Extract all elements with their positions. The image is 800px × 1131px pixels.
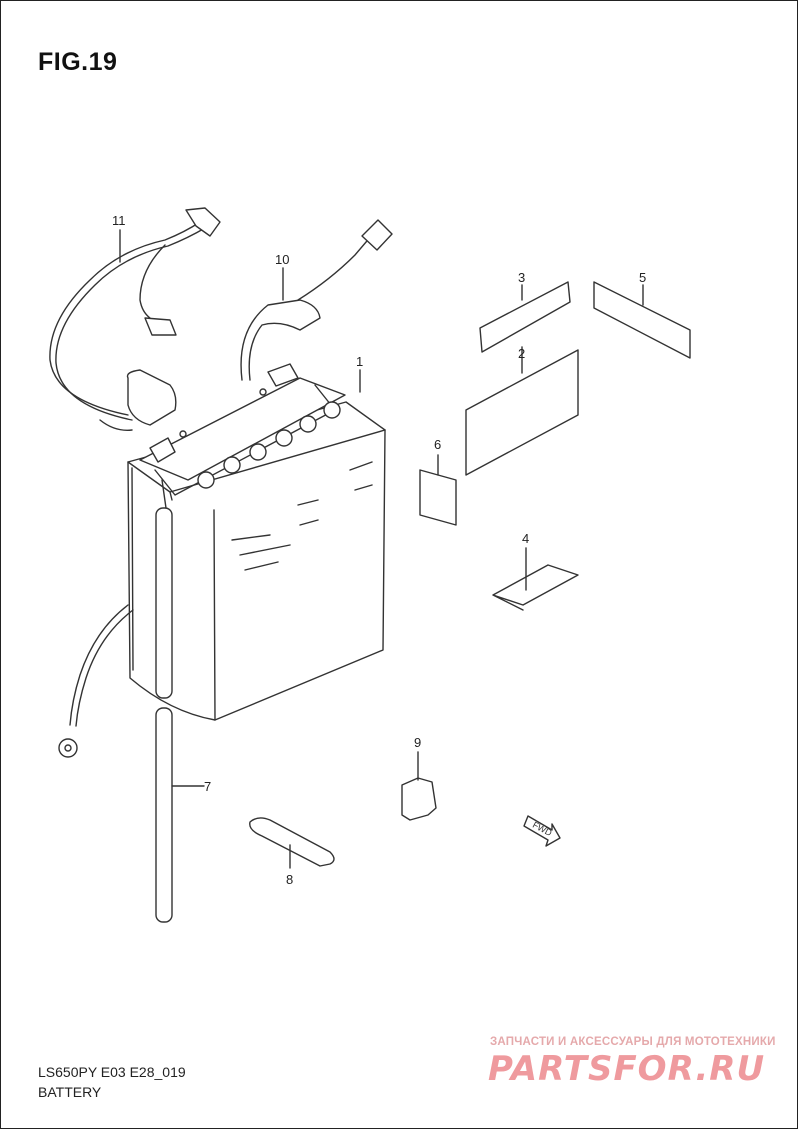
callout-5: 5 (639, 270, 646, 285)
callout-8: 8 (286, 872, 293, 887)
callout-10: 10 (275, 252, 289, 267)
callout-1: 1 (356, 354, 363, 369)
callout-6: 6 (434, 437, 441, 452)
pad-4-part (492, 564, 579, 611)
pad-5-part (593, 281, 691, 359)
holder-part (401, 777, 437, 821)
callout-7: 7 (204, 779, 211, 794)
battery-part (127, 363, 386, 721)
watermark-caption: ЗАПЧАСТИ И АКСЕССУАРЫ ДЛЯ МОТОТЕХНИКИ (490, 1036, 776, 1048)
callout-3: 3 (518, 270, 525, 285)
breather-hose-part (155, 479, 173, 923)
watermark-logo: PARTSFOR.RU (488, 1049, 766, 1089)
bracket-part (249, 817, 335, 867)
fwd-arrow-icon (523, 815, 561, 847)
callout-4: 4 (522, 531, 529, 546)
battery-band-part (240, 219, 393, 381)
callout-11: 11 (112, 213, 126, 228)
pad-6-part (419, 469, 457, 526)
pad-3-part (479, 281, 571, 353)
callout-2: 2 (518, 346, 525, 361)
callout-9: 9 (414, 735, 421, 750)
figure-title: FIG.19 (38, 48, 118, 76)
cable-assembly-part (49, 207, 221, 758)
model-code: LS650PY E03 E28_019 (38, 1064, 186, 1080)
section-name: BATTERY (38, 1084, 102, 1100)
pad-2-part (465, 349, 579, 476)
